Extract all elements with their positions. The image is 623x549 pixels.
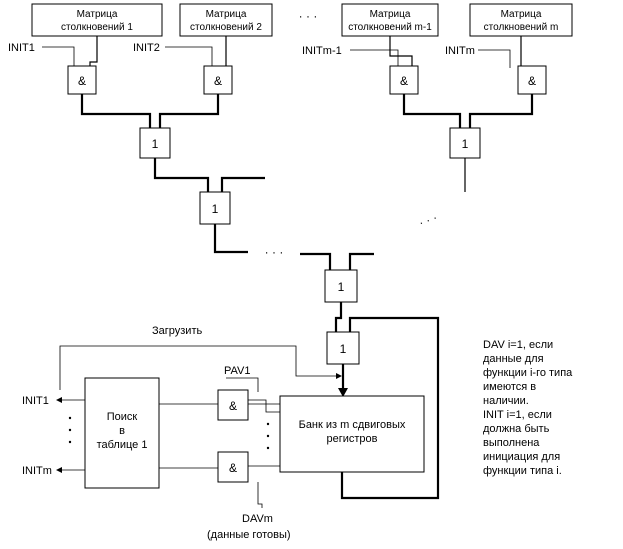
matrix-2-line1: Матрица bbox=[206, 9, 247, 20]
or-gate-5: 1 bbox=[326, 331, 360, 365]
and-gate-3-symbol: & bbox=[400, 74, 408, 88]
wire-init-m-1 bbox=[350, 49, 399, 68]
shift-register-bank: Банк из m сдвиговых регистров bbox=[279, 395, 425, 473]
feedback-loop bbox=[340, 316, 440, 500]
and-gate-pav1-symbol: & bbox=[229, 399, 237, 413]
matrix-2-line2: столкновений 2 bbox=[190, 22, 262, 33]
collision-matrix-1: Матрица столкновений 1 bbox=[31, 3, 163, 37]
davm-label: DAVm bbox=[242, 513, 273, 525]
note-line-6: INIT i=1, если bbox=[483, 409, 552, 421]
note-line-7: должна быть bbox=[483, 423, 550, 435]
matrix-m-1-line2: столкновений m-1 bbox=[348, 22, 432, 33]
or-gate-middle-symbol: 1 bbox=[212, 202, 219, 216]
init-label-m-1: INITm-1 bbox=[302, 45, 342, 57]
and-gate-4-symbol: & bbox=[528, 74, 536, 88]
note-line-8: выполнена bbox=[483, 437, 540, 449]
wire-davm bbox=[257, 482, 263, 508]
collision-matrix-m: Матрица столкновений m bbox=[469, 3, 573, 37]
or-gate-right: 1 bbox=[449, 127, 481, 159]
arrow-out-init1 bbox=[56, 397, 62, 403]
bus-to-or4-right bbox=[348, 252, 374, 270]
matrix-m-line1: Матрица bbox=[501, 9, 542, 20]
and-gate-4: & bbox=[517, 65, 547, 95]
wire-init1 bbox=[42, 46, 75, 68]
ellipsis-diagonal: · · · bbox=[417, 210, 439, 230]
lookup-line2: в bbox=[119, 425, 125, 437]
init-label-1: INIT1 bbox=[8, 42, 35, 54]
and-gate-pav1: & bbox=[217, 389, 249, 421]
init-label-2: INIT2 bbox=[133, 42, 160, 54]
collision-matrix-2: Матрица столкновений 2 bbox=[179, 3, 273, 37]
and-gate-1-symbol: & bbox=[78, 74, 86, 88]
load-label: Загрузить bbox=[152, 325, 202, 337]
lookup-line1: Поиск bbox=[107, 411, 138, 423]
wire-init2 bbox=[165, 46, 213, 68]
pav-label: PAV1 bbox=[224, 365, 251, 377]
bus-to-or4-left bbox=[300, 252, 332, 270]
wire-load bbox=[59, 345, 336, 390]
and-gate-3: & bbox=[389, 65, 419, 95]
bus-and4-or2 bbox=[468, 94, 534, 130]
wire-bank-and1 bbox=[248, 399, 280, 413]
note-line-4: имеются в bbox=[483, 381, 536, 393]
ellipsis-middle: · · · bbox=[265, 245, 284, 259]
bus-and3-or2 bbox=[402, 94, 462, 130]
and-gate-2-symbol: & bbox=[214, 74, 222, 88]
matrix-m-1-line1: Матрица bbox=[370, 9, 411, 20]
or-gate-5-symbol: 1 bbox=[340, 342, 347, 356]
note-line-5: наличии. bbox=[483, 395, 529, 407]
and-gate-1: & bbox=[67, 65, 97, 95]
matrix-m-line2: столкновений m bbox=[484, 22, 559, 33]
bus-or4-or5 bbox=[334, 302, 343, 334]
lookup-table-box: Поиск в таблице 1 bbox=[84, 377, 160, 489]
bus-or3-out bbox=[213, 224, 248, 254]
bank-line2: регистров bbox=[326, 433, 377, 445]
wire-matrix1-and1 bbox=[89, 36, 98, 68]
init-label-m: INITm bbox=[445, 45, 475, 57]
notes-block: DAV i=1, если данные для функции i-го ти… bbox=[483, 339, 573, 477]
top-ellipsis: · · · bbox=[299, 9, 318, 23]
note-line-1: DAV i=1, если bbox=[483, 339, 553, 351]
wire-matrixm1-and3 bbox=[389, 36, 413, 68]
bus-stub-or3 bbox=[220, 176, 265, 192]
collision-matrix-m-1: Матрица столкновений m-1 bbox=[341, 3, 439, 37]
lookup-line3: таблице 1 bbox=[97, 439, 148, 451]
bus-or1-or3 bbox=[153, 158, 210, 192]
and-gate-davm: & bbox=[217, 451, 249, 483]
or-gate-right-symbol: 1 bbox=[462, 137, 469, 151]
or-gate-4: 1 bbox=[324, 269, 358, 303]
arrow-into-bank bbox=[338, 388, 348, 397]
bank-line1: Банк из m сдвиговых bbox=[299, 419, 406, 431]
vertical-ellipsis-left bbox=[68, 416, 72, 444]
note-line-9: инициация для bbox=[483, 451, 560, 463]
note-line-3: функции i-го типа bbox=[483, 367, 573, 379]
and-gate-2: & bbox=[203, 65, 233, 95]
arrow-out-initm bbox=[56, 467, 62, 473]
and-gate-davm-symbol: & bbox=[229, 461, 237, 475]
or-gate-left-symbol: 1 bbox=[152, 137, 159, 151]
note-line-10: функции типа i. bbox=[483, 465, 562, 477]
out-init-first: INIT1 bbox=[22, 395, 49, 407]
note-line-2: данные для bbox=[483, 353, 544, 365]
out-init-last: INITm bbox=[22, 465, 52, 477]
or-gate-4-symbol: 1 bbox=[338, 280, 345, 294]
matrix-1-line1: Матрица bbox=[77, 9, 118, 20]
davm-sub-label: (данные готовы) bbox=[207, 529, 291, 541]
wire-pav1 bbox=[226, 377, 259, 392]
wire-init-m bbox=[478, 49, 511, 68]
bus-and2-or1 bbox=[158, 94, 220, 130]
vertical-ellipsis-mid bbox=[266, 422, 270, 450]
bus-and1-or1 bbox=[80, 94, 152, 130]
arrow-load bbox=[336, 373, 342, 379]
matrix-1-line2: столкновений 1 bbox=[61, 22, 133, 33]
or-gate-left: 1 bbox=[139, 127, 171, 159]
or-gate-middle: 1 bbox=[199, 191, 231, 225]
